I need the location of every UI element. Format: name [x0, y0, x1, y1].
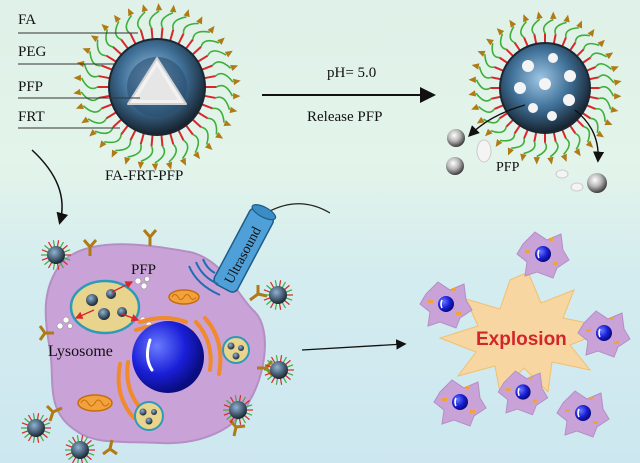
ultrasound-waves — [188, 258, 221, 296]
probe-cable — [267, 203, 331, 214]
small-nanoparticle — [264, 355, 294, 385]
pfp-core-inner — [136, 66, 178, 100]
pfp-bubble — [570, 182, 584, 192]
lysosome-particle — [86, 294, 98, 306]
label-lysosome: Lysosome — [48, 343, 113, 360]
endosome — [134, 401, 164, 431]
component-labels: FA PEG PFP FRT FA-FRT-PFP — [18, 12, 183, 184]
small-nanoparticle — [65, 435, 95, 463]
mitochondrion — [77, 394, 113, 412]
label-frt: FRT — [18, 109, 45, 125]
release-arrow-right — [574, 109, 605, 163]
cell-fragment — [497, 370, 549, 416]
label-release: Release PFP — [307, 109, 382, 125]
mitochondrion — [168, 289, 200, 305]
pfp-release-arrows — [74, 281, 140, 322]
fa-frt-pfp-nanoparticle — [73, 3, 241, 171]
label-pfp: PFP — [18, 79, 43, 95]
label-pfp-cell: PFP — [131, 262, 156, 278]
cell-fragment — [556, 390, 610, 438]
small-nanoparticle — [21, 413, 51, 443]
lysosome — [69, 279, 141, 335]
pfp-sphere — [446, 157, 464, 175]
pfp-bubble — [476, 139, 492, 163]
endosome — [222, 336, 250, 364]
cell-fragment — [433, 379, 487, 427]
label-peg: PEG — [18, 44, 47, 60]
released-pfp-bubbles: PFP — [446, 104, 607, 193]
bound-nanoparticles — [21, 240, 294, 463]
release-arrow-left — [468, 104, 526, 137]
pfp-sphere — [587, 173, 607, 193]
pfp-bubble — [555, 169, 569, 179]
uptake-arrow — [31, 149, 69, 225]
cell-fragments — [419, 231, 631, 438]
pfp-pores — [514, 53, 576, 121]
nucleus — [132, 321, 204, 393]
small-nanoparticle — [263, 280, 293, 310]
small-nanoparticle — [223, 395, 253, 425]
label-pfp-released: PFP — [496, 160, 520, 175]
small-nanoparticle — [41, 240, 71, 270]
nucleus-highlight — [145, 338, 154, 372]
pfp-sphere — [447, 129, 465, 147]
lysosome-particle — [98, 308, 110, 320]
cell-fragment — [516, 231, 570, 279]
label-explosion: Explosion — [476, 329, 567, 350]
explosion-arrow — [301, 339, 407, 351]
cell-fragment — [577, 310, 631, 358]
released-nanoparticle — [468, 11, 622, 165]
fa-receptors — [38, 229, 274, 456]
peg-fa-ligands — [73, 3, 241, 171]
cell-fragment — [419, 281, 473, 329]
label-particle-name: FA-FRT-PFP — [105, 168, 183, 184]
release-step: pH= 5.0 Release PFP — [262, 65, 436, 125]
label-ph: pH= 5.0 — [327, 65, 376, 81]
label-fa: FA — [18, 12, 36, 28]
cancer-cell: PFP Lysosome — [38, 229, 274, 456]
